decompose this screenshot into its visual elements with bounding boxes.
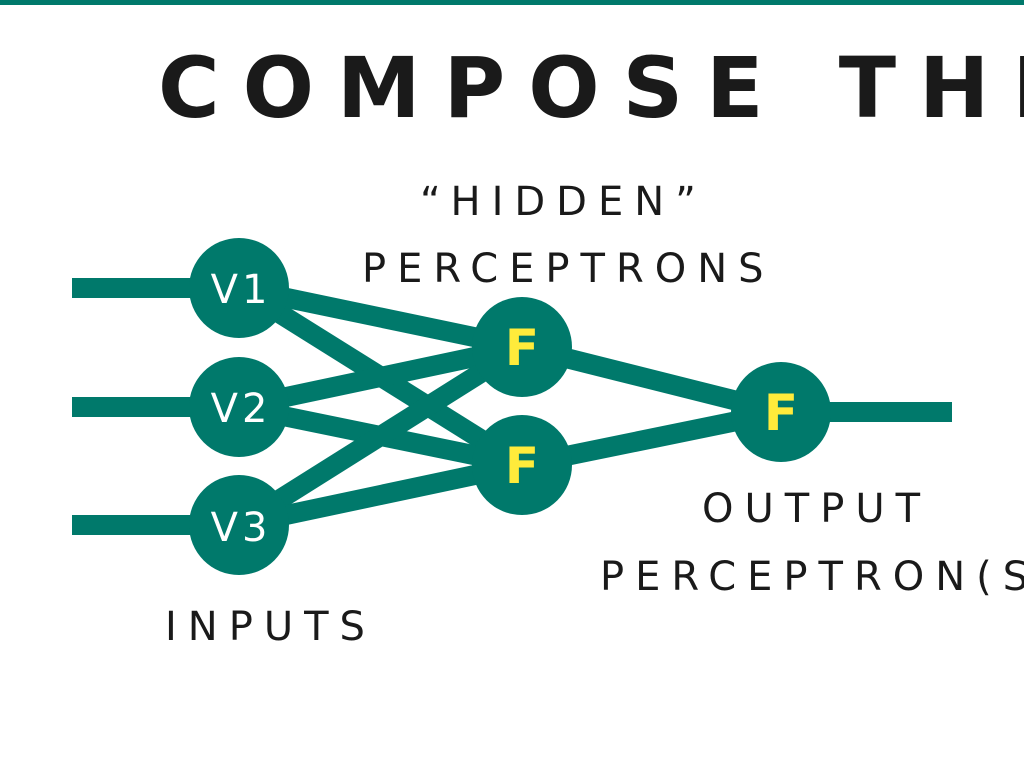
function-node-label: F (505, 319, 539, 377)
input-node-v3: V3 (189, 475, 289, 575)
inputs-label: INPUTS (165, 604, 376, 650)
input-node-v2: V2 (189, 357, 289, 457)
output-label-line2: PERCEPTRON(S) (600, 554, 1024, 600)
input-hidden-edge (233, 338, 528, 534)
page-title: COMPOSE THEM (158, 39, 1024, 137)
output-node: F (731, 362, 831, 462)
input-node-v1: V1 (189, 238, 289, 338)
hidden-node-2: F (472, 415, 572, 515)
input-node-label: V2 (211, 386, 272, 432)
top-accent-bar (0, 0, 1024, 5)
input-node-label: V3 (211, 505, 272, 551)
function-node-label: F (505, 437, 539, 495)
hidden-label-line1: “HIDDEN” (420, 179, 707, 225)
input-node-label: V1 (211, 267, 272, 313)
function-node-label: F (764, 384, 798, 442)
output-label-line1: OUTPUT (702, 486, 931, 532)
hidden-label-line2: PERCEPTRONS (362, 246, 775, 292)
hidden-node-1: F (472, 297, 572, 397)
